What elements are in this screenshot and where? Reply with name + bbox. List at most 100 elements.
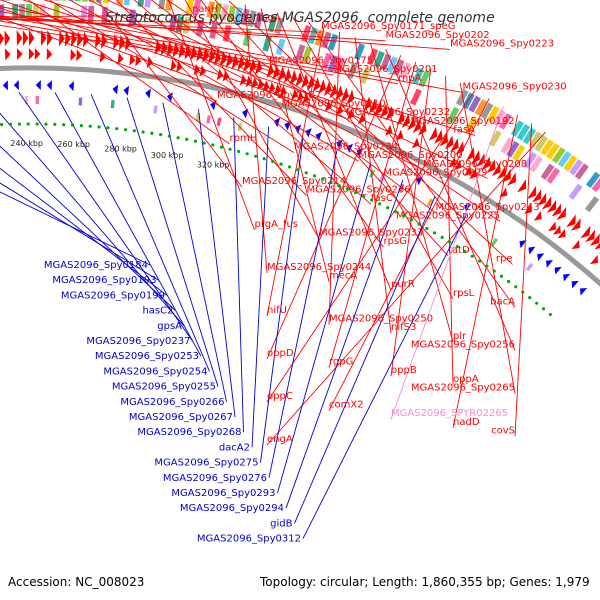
forward-gene-arrow xyxy=(318,79,326,95)
cog-band-inner xyxy=(12,4,19,21)
reverse-gene-arrow xyxy=(554,266,562,275)
cog-band-outer xyxy=(267,15,278,33)
kbp-dot xyxy=(279,162,283,166)
forward-gene-arrow xyxy=(412,118,422,134)
kbp-dot xyxy=(478,259,482,263)
forward-gene-arrow xyxy=(496,165,506,180)
reverse-gene-arrow xyxy=(537,253,545,262)
cog-band-inner xyxy=(242,29,252,47)
outer-gene-label: tatD xyxy=(448,245,470,256)
reverse-gene-arrow xyxy=(112,84,119,95)
forward-gene-arrow xyxy=(589,233,600,246)
forward-gene-arrow xyxy=(552,225,561,235)
rna-feature xyxy=(426,198,434,208)
forward-gene-arrow xyxy=(0,32,5,45)
forward-gene-arrow xyxy=(571,239,580,250)
outer-leader-line xyxy=(514,123,533,437)
forward-gene-arrow xyxy=(546,199,557,213)
outer-gene-label: MGAS2096_Spy0234 xyxy=(294,142,398,153)
kbp-dot xyxy=(401,214,406,218)
reverse-gene-arrow xyxy=(273,117,281,128)
kbp-dot xyxy=(211,143,215,147)
cog-band-outer xyxy=(546,143,560,160)
kbp-dot xyxy=(409,218,413,222)
cog-band-outer xyxy=(563,155,578,172)
kbp-dot xyxy=(8,122,13,126)
outer-gene-label: MGAS2096_Spy0192 xyxy=(411,116,515,127)
outer-gene-label: MGAS2096_Spy0210 xyxy=(282,99,386,110)
forward-gene-arrow xyxy=(411,137,420,149)
forward-gene-arrow xyxy=(517,178,527,193)
kbp-tick-label: 260 kbp xyxy=(57,140,90,149)
kbp-dot xyxy=(70,123,75,127)
outer-gene-label: MGAS2096_Spy0256 xyxy=(411,339,515,350)
outer-leader-line xyxy=(445,75,454,385)
outer-leader-line xyxy=(0,10,399,85)
cog-band-outer xyxy=(240,8,250,26)
kbp-dot xyxy=(425,226,429,231)
inner-leader-line xyxy=(90,94,210,372)
cog-band-inner xyxy=(500,137,514,154)
outer-leader-line xyxy=(0,0,347,119)
cog-band-outer xyxy=(516,123,531,141)
reverse-gene-arrow xyxy=(545,259,554,268)
forward-gene-arrow xyxy=(279,85,287,97)
cog-band-outer xyxy=(399,61,411,79)
reverse-gene-arrow xyxy=(580,288,588,296)
cog-band-outer xyxy=(528,131,543,149)
inner-leader-line xyxy=(126,97,219,387)
outer-gene-label: rpsL xyxy=(453,288,475,299)
outer-gene-label: oppB xyxy=(391,365,417,376)
cog-band-outer xyxy=(474,99,488,116)
outer-leader-line xyxy=(0,20,270,68)
kbp-dot xyxy=(521,290,525,294)
outer-gene-label: rgpG xyxy=(329,357,353,368)
kbp-dot xyxy=(386,206,390,210)
kbp-dot xyxy=(535,301,539,305)
outer-leader-line xyxy=(166,0,501,222)
kbp-dot xyxy=(271,159,275,163)
outer-gene-label: MGAS2096_Spy0233 xyxy=(319,228,423,239)
forward-gene-arrow xyxy=(46,30,53,47)
outer-gene-label: engA xyxy=(267,434,293,445)
kbp-dot xyxy=(345,187,350,191)
forward-gene-arrow xyxy=(199,64,206,77)
outer-gene-label: nifS3 xyxy=(391,322,416,333)
inner-leader-line xyxy=(0,191,151,266)
forward-gene-arrow xyxy=(257,78,264,91)
outer-gene-label: fasC xyxy=(371,193,393,204)
rna-feature xyxy=(490,237,499,247)
inner-gene-label: MGAS2096_Spy0237 xyxy=(86,336,190,347)
outer-leader-line xyxy=(0,24,205,59)
cog-band-outer xyxy=(213,2,223,20)
outer-leader-line xyxy=(292,16,454,300)
reverse-gene-arrow xyxy=(35,80,41,91)
inner-gene-label: MGAS2096_Spy0255 xyxy=(112,382,216,393)
outer-leader-line xyxy=(390,68,432,377)
forward-gene-arrow xyxy=(524,204,532,214)
forward-gene-arrow xyxy=(76,49,83,62)
outer-leader-line xyxy=(184,0,320,239)
forward-gene-arrow xyxy=(396,110,405,126)
reverse-gene-arrow xyxy=(166,92,173,102)
kbp-dot xyxy=(514,285,518,289)
kbp-dot xyxy=(304,171,308,175)
kbp-dot xyxy=(106,126,110,130)
cog-band-outer xyxy=(591,177,600,193)
inner-gene-label: MGAS2096_Spy0294 xyxy=(180,503,284,514)
reverse-gene-arrow xyxy=(2,80,8,91)
cog-band-outer xyxy=(412,67,424,85)
reverse-gene-arrow xyxy=(13,80,19,91)
forward-gene-arrow xyxy=(296,90,304,102)
forward-gene-arrow xyxy=(450,138,459,153)
kbp-dot xyxy=(492,269,496,273)
cog-band-outer xyxy=(585,171,600,188)
forward-gene-arrow xyxy=(178,42,186,59)
outer-gene-label: fasA xyxy=(453,124,475,135)
outer-gene-label: mecA xyxy=(329,271,357,282)
forward-gene-arrow xyxy=(118,34,126,51)
cog-band-outer xyxy=(123,0,130,6)
forward-gene-arrow xyxy=(274,83,281,95)
forward-gene-arrow xyxy=(95,32,102,49)
kbp-dot xyxy=(245,152,249,156)
